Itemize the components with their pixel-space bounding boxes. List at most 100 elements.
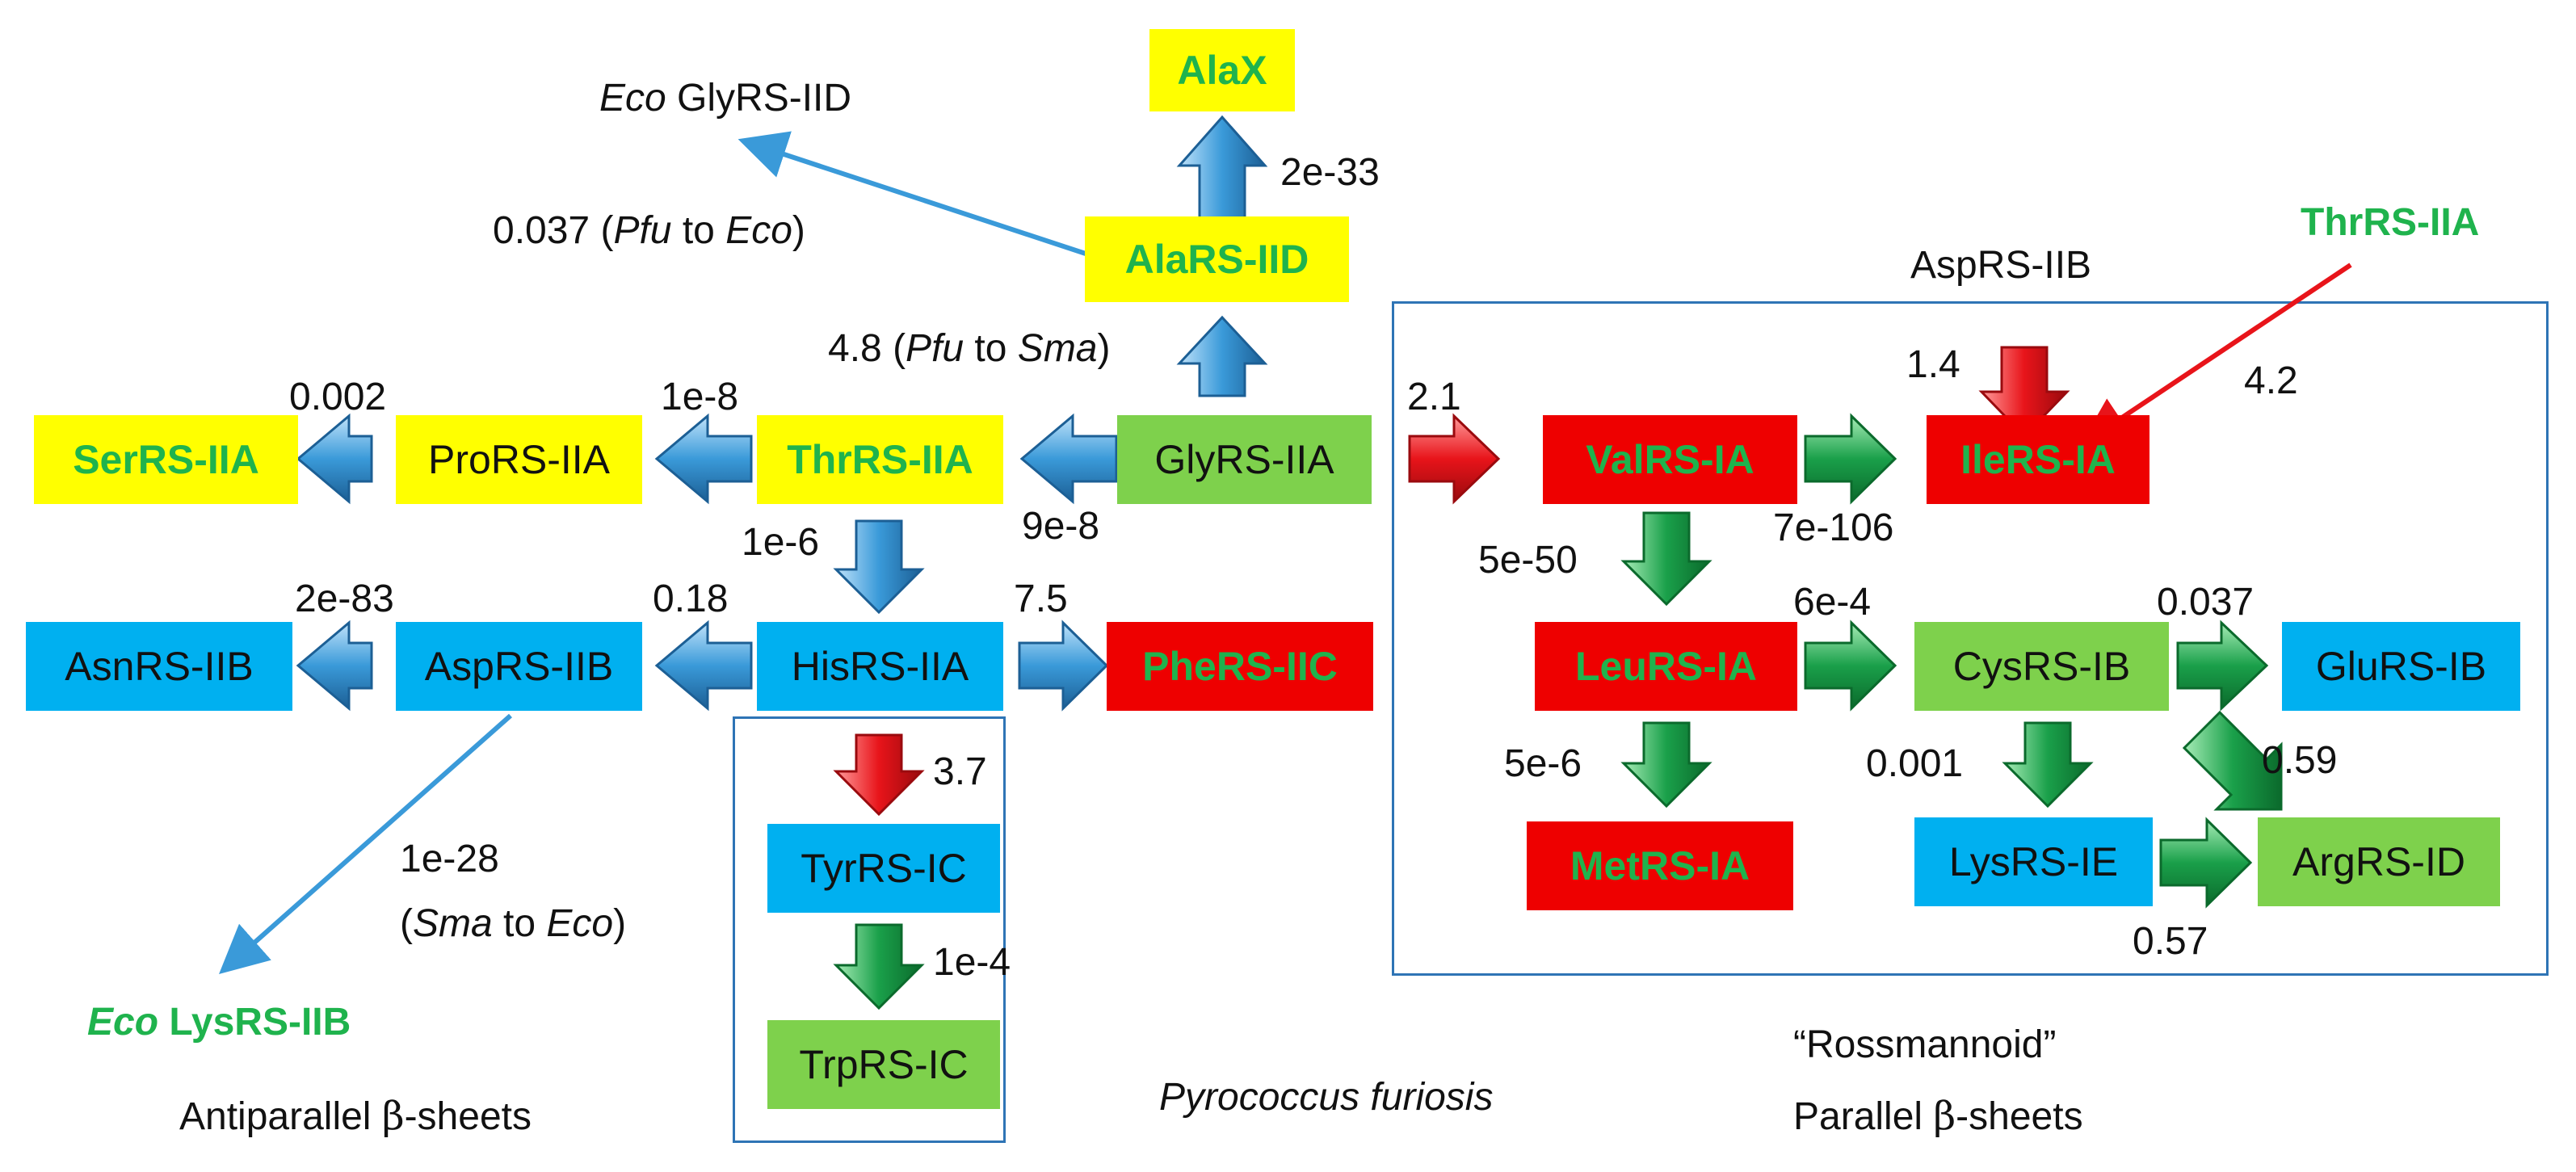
label-0001: 0.001: [1866, 742, 1964, 785]
species-eco: Eco: [725, 209, 792, 252]
node-trprs: TrpRS-IC: [767, 1020, 1000, 1109]
label-text: 0.037 (: [493, 209, 614, 252]
arrow-glyrs-to-valrs: [1408, 413, 1501, 505]
node-glurs: GluRS-IB: [2282, 622, 2520, 711]
beta-symbol: β: [1933, 1094, 1956, 1139]
species-eco: Eco: [87, 1001, 159, 1044]
label-1e-8: 1e-8: [661, 376, 739, 418]
label-75: 7.5: [1014, 578, 1068, 620]
arrow-thrrs-to-hisrs: [833, 519, 925, 615]
label-eco-lysrs: Eco LysRS-IIB: [87, 1003, 351, 1042]
label-018: 0.18: [653, 578, 729, 620]
label-text: GlyRS-IID: [666, 77, 852, 120]
node-asnrs: AsnRS-IIB: [26, 622, 292, 711]
node-hisrs: HisRS-IIA: [757, 622, 1003, 711]
label-text: Antiparallel: [179, 1095, 382, 1138]
label-48-pfu-to-sma: 4.8 (Pfu to Sma): [828, 330, 1110, 368]
arrow-leurs-to-metrs: [1620, 721, 1712, 809]
label-pyrococcus: Pyrococcus furiosis: [1159, 1076, 1494, 1119]
node-tyrrs: TyrRS-IC: [767, 824, 1000, 913]
label-37: 3.7: [933, 750, 987, 793]
node-valrs: ValRS-IA: [1543, 415, 1797, 504]
label-thrrs-iia-right: ThrRS-IIA: [2301, 201, 2480, 244]
label-text: to: [964, 327, 1018, 370]
node-ilers: IleRS-IA: [1927, 415, 2149, 504]
arrow-thrrs-to-prors: [654, 413, 753, 505]
species-pfu: Pfu: [613, 209, 672, 252]
species-sma: Sma: [1017, 327, 1098, 370]
species-pfu: Pfu: [906, 327, 964, 370]
label-text: ): [1097, 327, 1111, 370]
node-glyrs: GlyRS-IIA: [1117, 415, 1372, 504]
label-1e-6: 1e-6: [742, 521, 820, 564]
arrow-valrs-to-ilers: [1804, 413, 1897, 505]
arrow-hisrs-to-asprs: [654, 620, 753, 712]
label-0037-pfu-to-eco: 0.037 (Pfu to Eco): [493, 212, 805, 250]
line-asprs-to-eco-lysrs: [219, 713, 512, 974]
label-parallel: Parallel β-sheets: [1793, 1097, 2083, 1136]
line-thrrs-to-ilers: [2080, 263, 2352, 446]
label-5e-6: 5e-6: [1504, 742, 1582, 785]
label-2e-33: 2e-33: [1280, 151, 1380, 194]
arrow-hisrs-to-phers: [1018, 620, 1109, 712]
label-eco-glyrs: Eco GlyRS-IID: [599, 79, 851, 118]
arrow-prors-to-serrs: [296, 413, 373, 505]
label-0037b: 0.037: [2157, 581, 2255, 624]
arrow-valrs-to-leurs: [1620, 511, 1712, 607]
arrow-tyrrs-to-trprs: [833, 923, 925, 1010]
label-2e-83: 2e-83: [295, 578, 394, 620]
beta-symbol: β: [381, 1094, 405, 1139]
species-eco: Eco: [546, 902, 614, 945]
arrow-cysrs-to-argrs: [2182, 710, 2283, 811]
arrow-cysrs-to-glurs: [2176, 620, 2269, 712]
species-sma: Sma: [412, 902, 493, 945]
node-cysrs: CysRS-IB: [1914, 622, 2169, 711]
node-thrrs: ThrRS-IIA: [757, 415, 1003, 504]
line-alars-to-eco-glyrs: [738, 131, 1091, 258]
label-21: 2.1: [1407, 376, 1461, 418]
label-14: 1.4: [1906, 343, 1960, 386]
node-lysrs: LysRS-IE: [1914, 817, 2153, 906]
rossmannoid-frame: [1392, 301, 2549, 976]
node-argrs: ArgRS-ID: [2258, 817, 2500, 906]
label-057: 0.57: [2133, 920, 2208, 963]
label-text: LysRS-IIB: [158, 1001, 351, 1044]
species-eco: Eco: [599, 77, 666, 120]
arrow-lysrs-to-argrs: [2159, 817, 2253, 909]
label-059: 0.59: [2262, 739, 2338, 782]
label-6e-4: 6e-4: [1793, 581, 1872, 624]
label-text: ): [613, 902, 627, 945]
label-rossmannoid: “Rossmannoid”: [1793, 1023, 2057, 1066]
label-text: to: [492, 902, 547, 945]
node-alars: AlaRS-IID: [1085, 216, 1349, 302]
label-1e-28: 1e-28: [400, 838, 499, 880]
label-text: -sheets: [1956, 1095, 2083, 1138]
arrow-cysrs-to-lysrs: [2002, 721, 2094, 809]
label-text: Parallel: [1793, 1095, 1934, 1138]
node-phers: PheRS-IIC: [1107, 622, 1373, 711]
label-9e-8: 9e-8: [1022, 505, 1100, 548]
label-42: 4.2: [2244, 359, 2298, 402]
node-alax: AlaX: [1149, 29, 1295, 111]
arrow-glyrs-to-alars: [1176, 315, 1268, 397]
label-text: ): [792, 209, 805, 252]
node-prors: ProRS-IIA: [396, 415, 642, 504]
arrow-hisrs-to-tyrrs: [833, 733, 925, 817]
node-serrs: SerRS-IIA: [34, 415, 298, 504]
label-7e-106: 7e-106: [1773, 506, 1894, 549]
label-0002: 0.002: [289, 376, 387, 418]
label-1e-4: 1e-4: [933, 941, 1011, 984]
label-5e-50: 5e-50: [1478, 539, 1578, 582]
label-text: (: [400, 902, 413, 945]
arrow-leurs-to-cysrs: [1804, 620, 1897, 712]
label-text: -sheets: [404, 1095, 532, 1138]
arrow-asprs-to-ilers: [1978, 346, 2070, 439]
label-antiparallel: Antiparallel β-sheets: [179, 1097, 532, 1136]
node-leurs: LeuRS-IA: [1535, 622, 1797, 711]
label-sma-to-eco: (Sma to Eco): [400, 905, 626, 943]
label-asprs-iib-top: AspRS-IIB: [1910, 244, 2092, 287]
node-metrs: MetRS-IA: [1527, 821, 1793, 910]
arrow-glyrs-to-thrrs: [1019, 413, 1118, 505]
